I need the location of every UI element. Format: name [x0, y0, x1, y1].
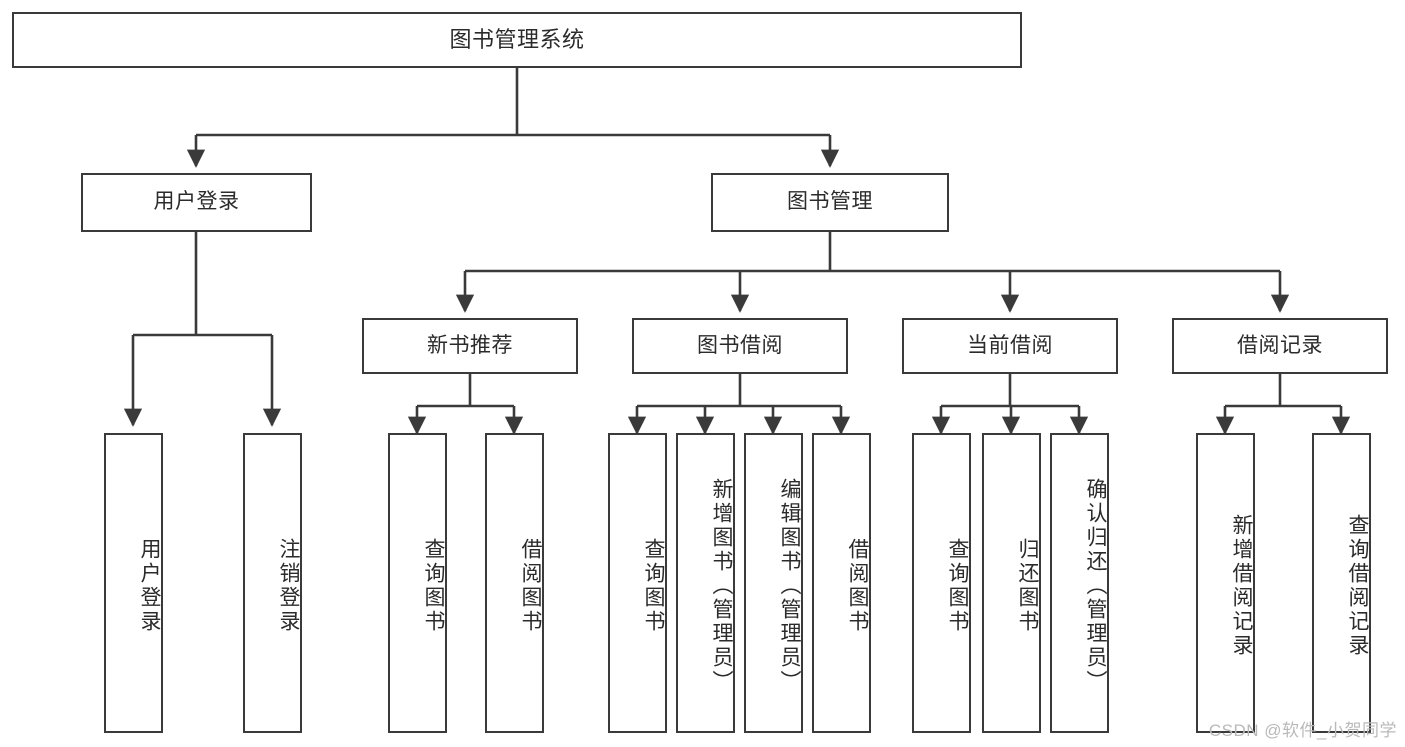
node-label: 图书管理系统 [449, 27, 585, 53]
node-label: 查询借阅记录 [1346, 514, 1369, 658]
node-label: 用户登录 [153, 190, 240, 214]
node-label: 查询图书 [946, 538, 969, 634]
node-label: 查询图书 [422, 538, 445, 634]
node-label: 注销登录 [277, 538, 300, 634]
leaf-recommend-query-book[interactable]: 查询图书 [388, 433, 447, 733]
leaf-user-login[interactable]: 用户登录 [104, 433, 163, 733]
node-borrow-record[interactable]: 借阅记录 [1172, 318, 1388, 374]
leaf-user-logout[interactable]: 注销登录 [243, 433, 302, 733]
node-label: 编辑图书（管理员） [778, 478, 801, 694]
node-label: 确认归还（管理员） [1084, 478, 1107, 694]
leaf-borrow-edit-book[interactable]: 编辑图书（管理员） [744, 433, 803, 733]
node-label: 新书推荐 [427, 333, 513, 357]
node-label: 借阅图书 [846, 538, 869, 634]
node-label: 归还图书 [1016, 538, 1039, 634]
leaf-current-return-book[interactable]: 归还图书 [982, 433, 1041, 733]
leaf-record-query[interactable]: 查询借阅记录 [1312, 433, 1371, 733]
leaf-borrow-add-book[interactable]: 新增图书（管理员） [676, 433, 735, 733]
leaf-record-add[interactable]: 新增借阅记录 [1196, 433, 1255, 733]
node-label: 新增图书（管理员） [710, 478, 733, 694]
node-label: 借阅图书 [519, 538, 542, 634]
watermark: CSDN @软件_小贺同学 [1208, 721, 1397, 740]
node-label: 查询图书 [642, 538, 665, 634]
node-label: 借阅记录 [1237, 333, 1323, 357]
leaf-current-query-book[interactable]: 查询图书 [912, 433, 971, 733]
node-new-book-recommend[interactable]: 新书推荐 [362, 318, 578, 374]
leaf-borrow-query-book[interactable]: 查询图书 [608, 433, 667, 733]
node-user-login[interactable]: 用户登录 [81, 173, 312, 232]
node-label: 图书管理 [787, 190, 873, 214]
node-label: 新增借阅记录 [1230, 514, 1253, 658]
node-book-borrow[interactable]: 图书借阅 [632, 318, 848, 374]
node-book-management[interactable]: 图书管理 [711, 173, 949, 232]
node-label: 当前借阅 [967, 333, 1053, 357]
leaf-borrow-borrow-book[interactable]: 借阅图书 [812, 433, 871, 733]
node-label: 用户登录 [138, 538, 161, 634]
leaf-current-confirm-return[interactable]: 确认归还（管理员） [1050, 433, 1109, 733]
node-label: 图书借阅 [697, 333, 783, 357]
leaf-recommend-borrow-book[interactable]: 借阅图书 [485, 433, 544, 733]
node-current-borrow[interactable]: 当前借阅 [902, 318, 1118, 374]
node-root-system[interactable]: 图书管理系统 [12, 12, 1022, 68]
